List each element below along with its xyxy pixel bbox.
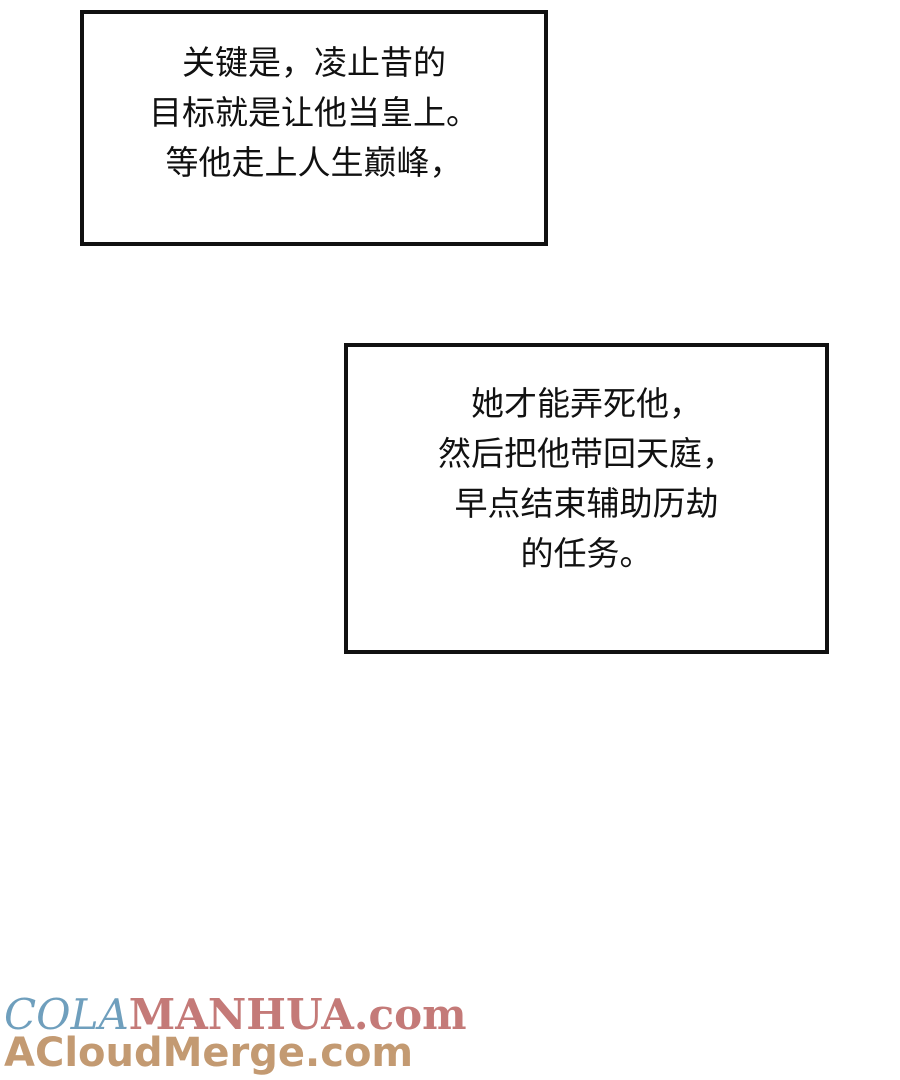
- watermark-part1: COLA: [4, 990, 129, 1039]
- caption-line: 然后把他带回天庭，: [438, 433, 735, 473]
- watermark-colamanhua: COLAMANHUA.com: [4, 990, 467, 1039]
- caption-box-2: 她才能弄死他， 然后把他带回天庭， 早点结束辅助历劫 的任务。: [344, 343, 829, 654]
- caption-line: 她才能弄死他，: [471, 383, 702, 423]
- watermark-part2: MANHUA.com: [128, 990, 467, 1039]
- caption-line: 关键是，凌止昔的: [182, 43, 446, 82]
- caption-line: 的任务。: [520, 533, 653, 573]
- caption-line: 等他走上人生巅峰，: [165, 143, 463, 182]
- caption-box-1: 关键是，凌止昔的 目标就是让他当皇上。 等他走上人生巅峰，: [80, 10, 548, 246]
- watermark-acloudmerge: ACloudMerge.com: [4, 1030, 414, 1076]
- caption-line: 目标就是让他当皇上。: [149, 93, 479, 132]
- caption-line: 早点结束辅助历劫: [454, 483, 719, 523]
